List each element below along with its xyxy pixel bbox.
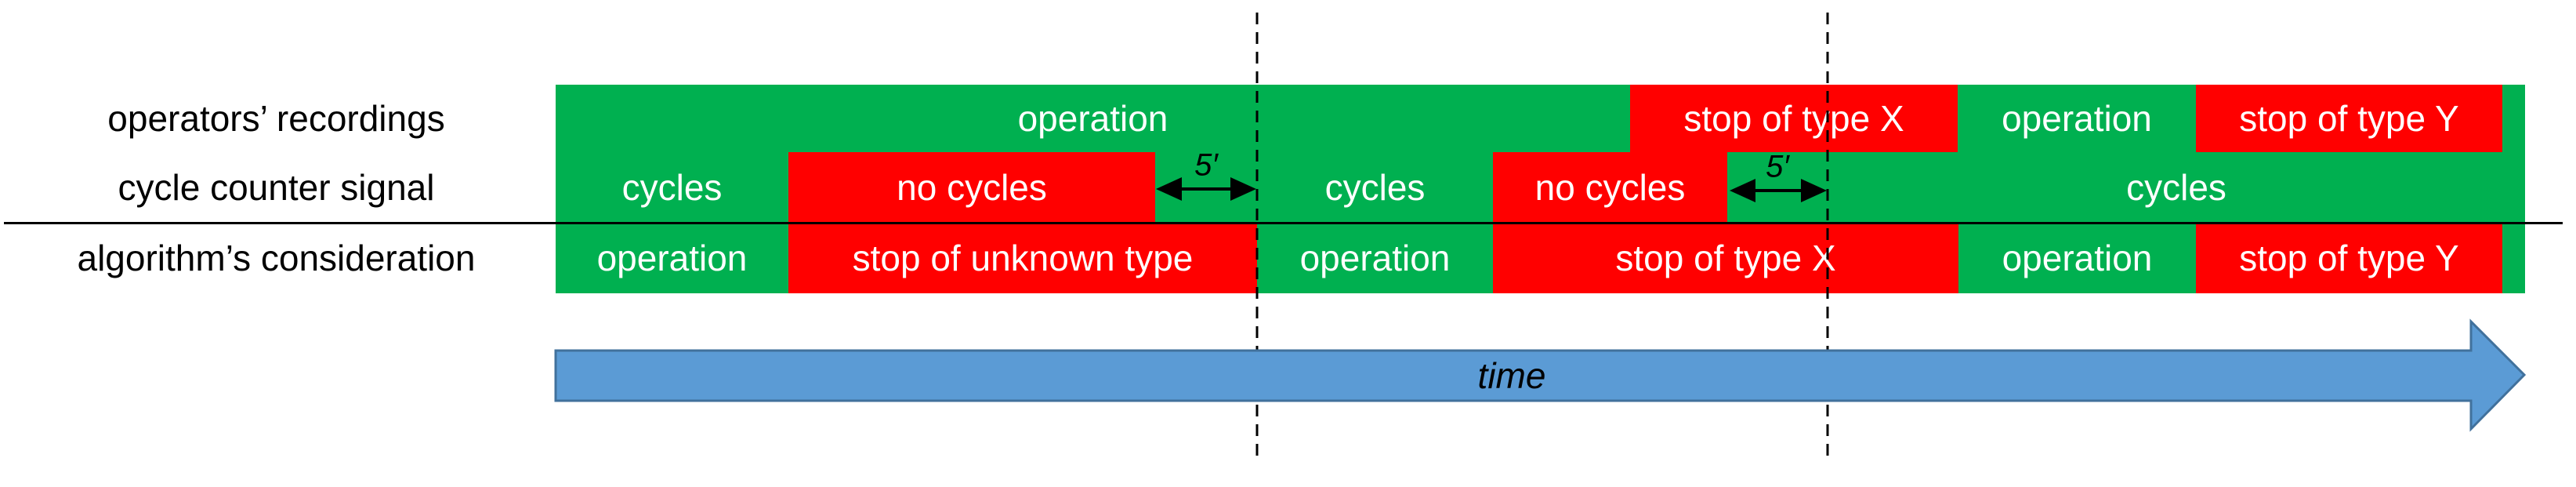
segment-stop-of-type-y: stop of type Y xyxy=(2196,223,2502,293)
horizontal-divider-line xyxy=(4,222,2563,224)
segment-stop-of-type-y: stop of type Y xyxy=(2196,85,2502,152)
segment-cycles: cycles xyxy=(1257,152,1493,223)
segment-stop-of-type-x: stop of type X xyxy=(1630,85,1958,152)
row-label-cycle-counter-signal: cycle counter signal xyxy=(118,167,435,208)
row-label-operators-recordings: operators’ recordings xyxy=(107,98,445,139)
segment-no-cycles: no cycles xyxy=(1493,152,1727,223)
segment-no-cycles: no cycles xyxy=(788,152,1155,223)
segment-running-sliver xyxy=(2502,223,2525,293)
five-min-label-1: 5′ xyxy=(1194,147,1218,183)
segment-operation: operation xyxy=(556,85,1630,152)
segment-operation: operation xyxy=(1958,85,2196,152)
segment-stop-of-type-x: stop of type X xyxy=(1493,223,1958,293)
five-min-label-2: 5′ xyxy=(1766,149,1789,184)
segment-operation: operation xyxy=(1958,223,2196,293)
segment-operation: operation xyxy=(1257,223,1493,293)
segment-stop-of-unknown-type: stop of unknown type xyxy=(788,223,1257,293)
segment-cycles: cycles xyxy=(556,152,788,223)
segment-operation: operation xyxy=(556,223,788,293)
row-label-algorithms-consideration: algorithm’s consideration xyxy=(77,238,476,278)
segment-running-sliver xyxy=(2502,85,2525,152)
segment-cycles: cycles xyxy=(1828,152,2525,223)
time-axis-label: time xyxy=(1477,355,1546,396)
